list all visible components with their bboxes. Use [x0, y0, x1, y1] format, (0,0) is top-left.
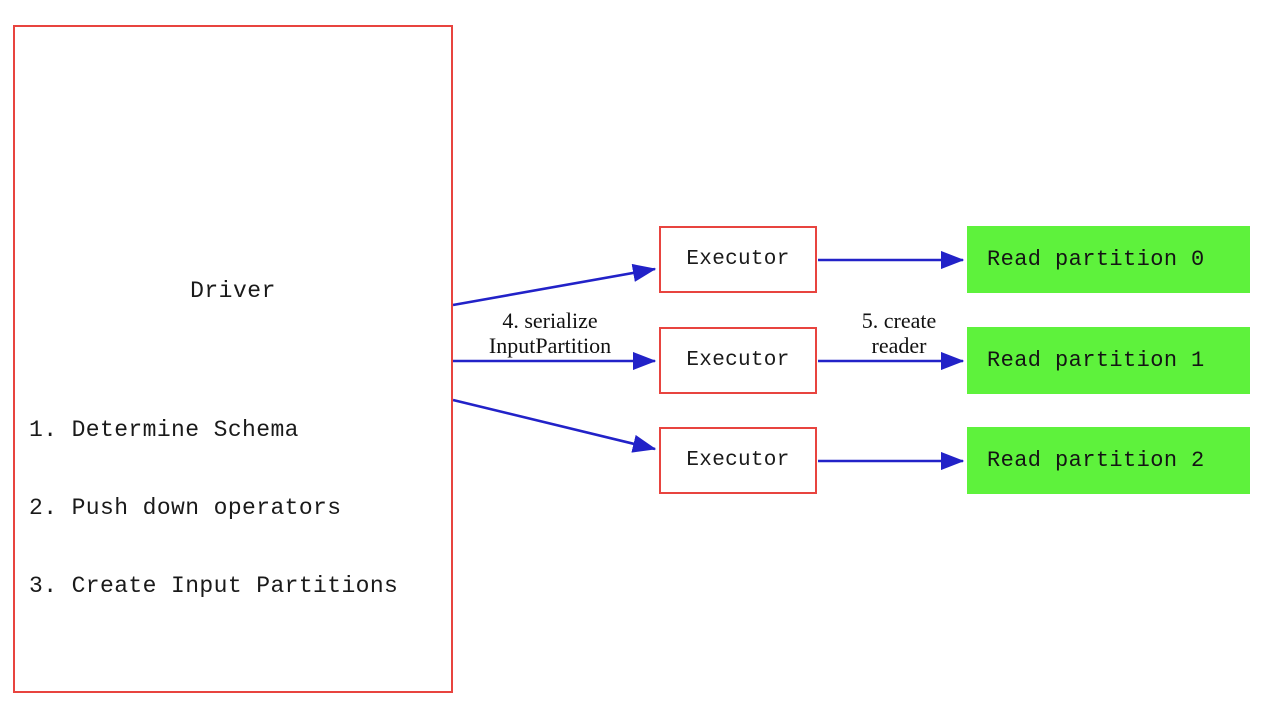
edge-label-create-reader: 5. create reader: [824, 308, 974, 358]
driver-step-3: 3. Create Input Partitions: [29, 573, 399, 599]
executor-label-0: Executor: [686, 248, 790, 271]
arrow-driver-to-executor-0: [452, 263, 657, 307]
partition-box-0: Read partition 0: [967, 226, 1250, 293]
partition-label-0: Read partition 0: [987, 247, 1205, 272]
edge-label-serialize-line-2: InputPartition: [488, 333, 612, 358]
partition-box-2: Read partition 2: [967, 427, 1250, 494]
executor-box-1: Executor: [659, 327, 817, 394]
partition-label-1: Read partition 1: [987, 348, 1205, 373]
edge-label-serialize: 4. serialize InputPartition: [455, 308, 645, 358]
partition-label-2: Read partition 2: [987, 448, 1205, 473]
edge-label-create-reader-line-2: reader: [871, 333, 927, 358]
arrow-driver-to-executor-2: [452, 398, 657, 453]
executor-label-2: Executor: [686, 449, 790, 472]
driver-steps-list: 1. Determine Schema 2. Push down operato…: [29, 365, 398, 651]
executor-box-2: Executor: [659, 427, 817, 494]
edge-label-create-reader-line-1: 5. create: [861, 308, 937, 333]
executor-box-0: Executor: [659, 226, 817, 293]
driver-box: Driver 1. Determine Schema 2. Push down …: [13, 25, 453, 693]
partition-box-1: Read partition 1: [967, 327, 1250, 394]
executor-label-1: Executor: [686, 349, 790, 372]
driver-step-1: 1. Determine Schema: [29, 417, 299, 443]
driver-title: Driver: [190, 278, 276, 304]
edge-label-serialize-line-1: 4. serialize: [502, 308, 598, 333]
driver-step-2: 2. Push down operators: [29, 495, 342, 521]
